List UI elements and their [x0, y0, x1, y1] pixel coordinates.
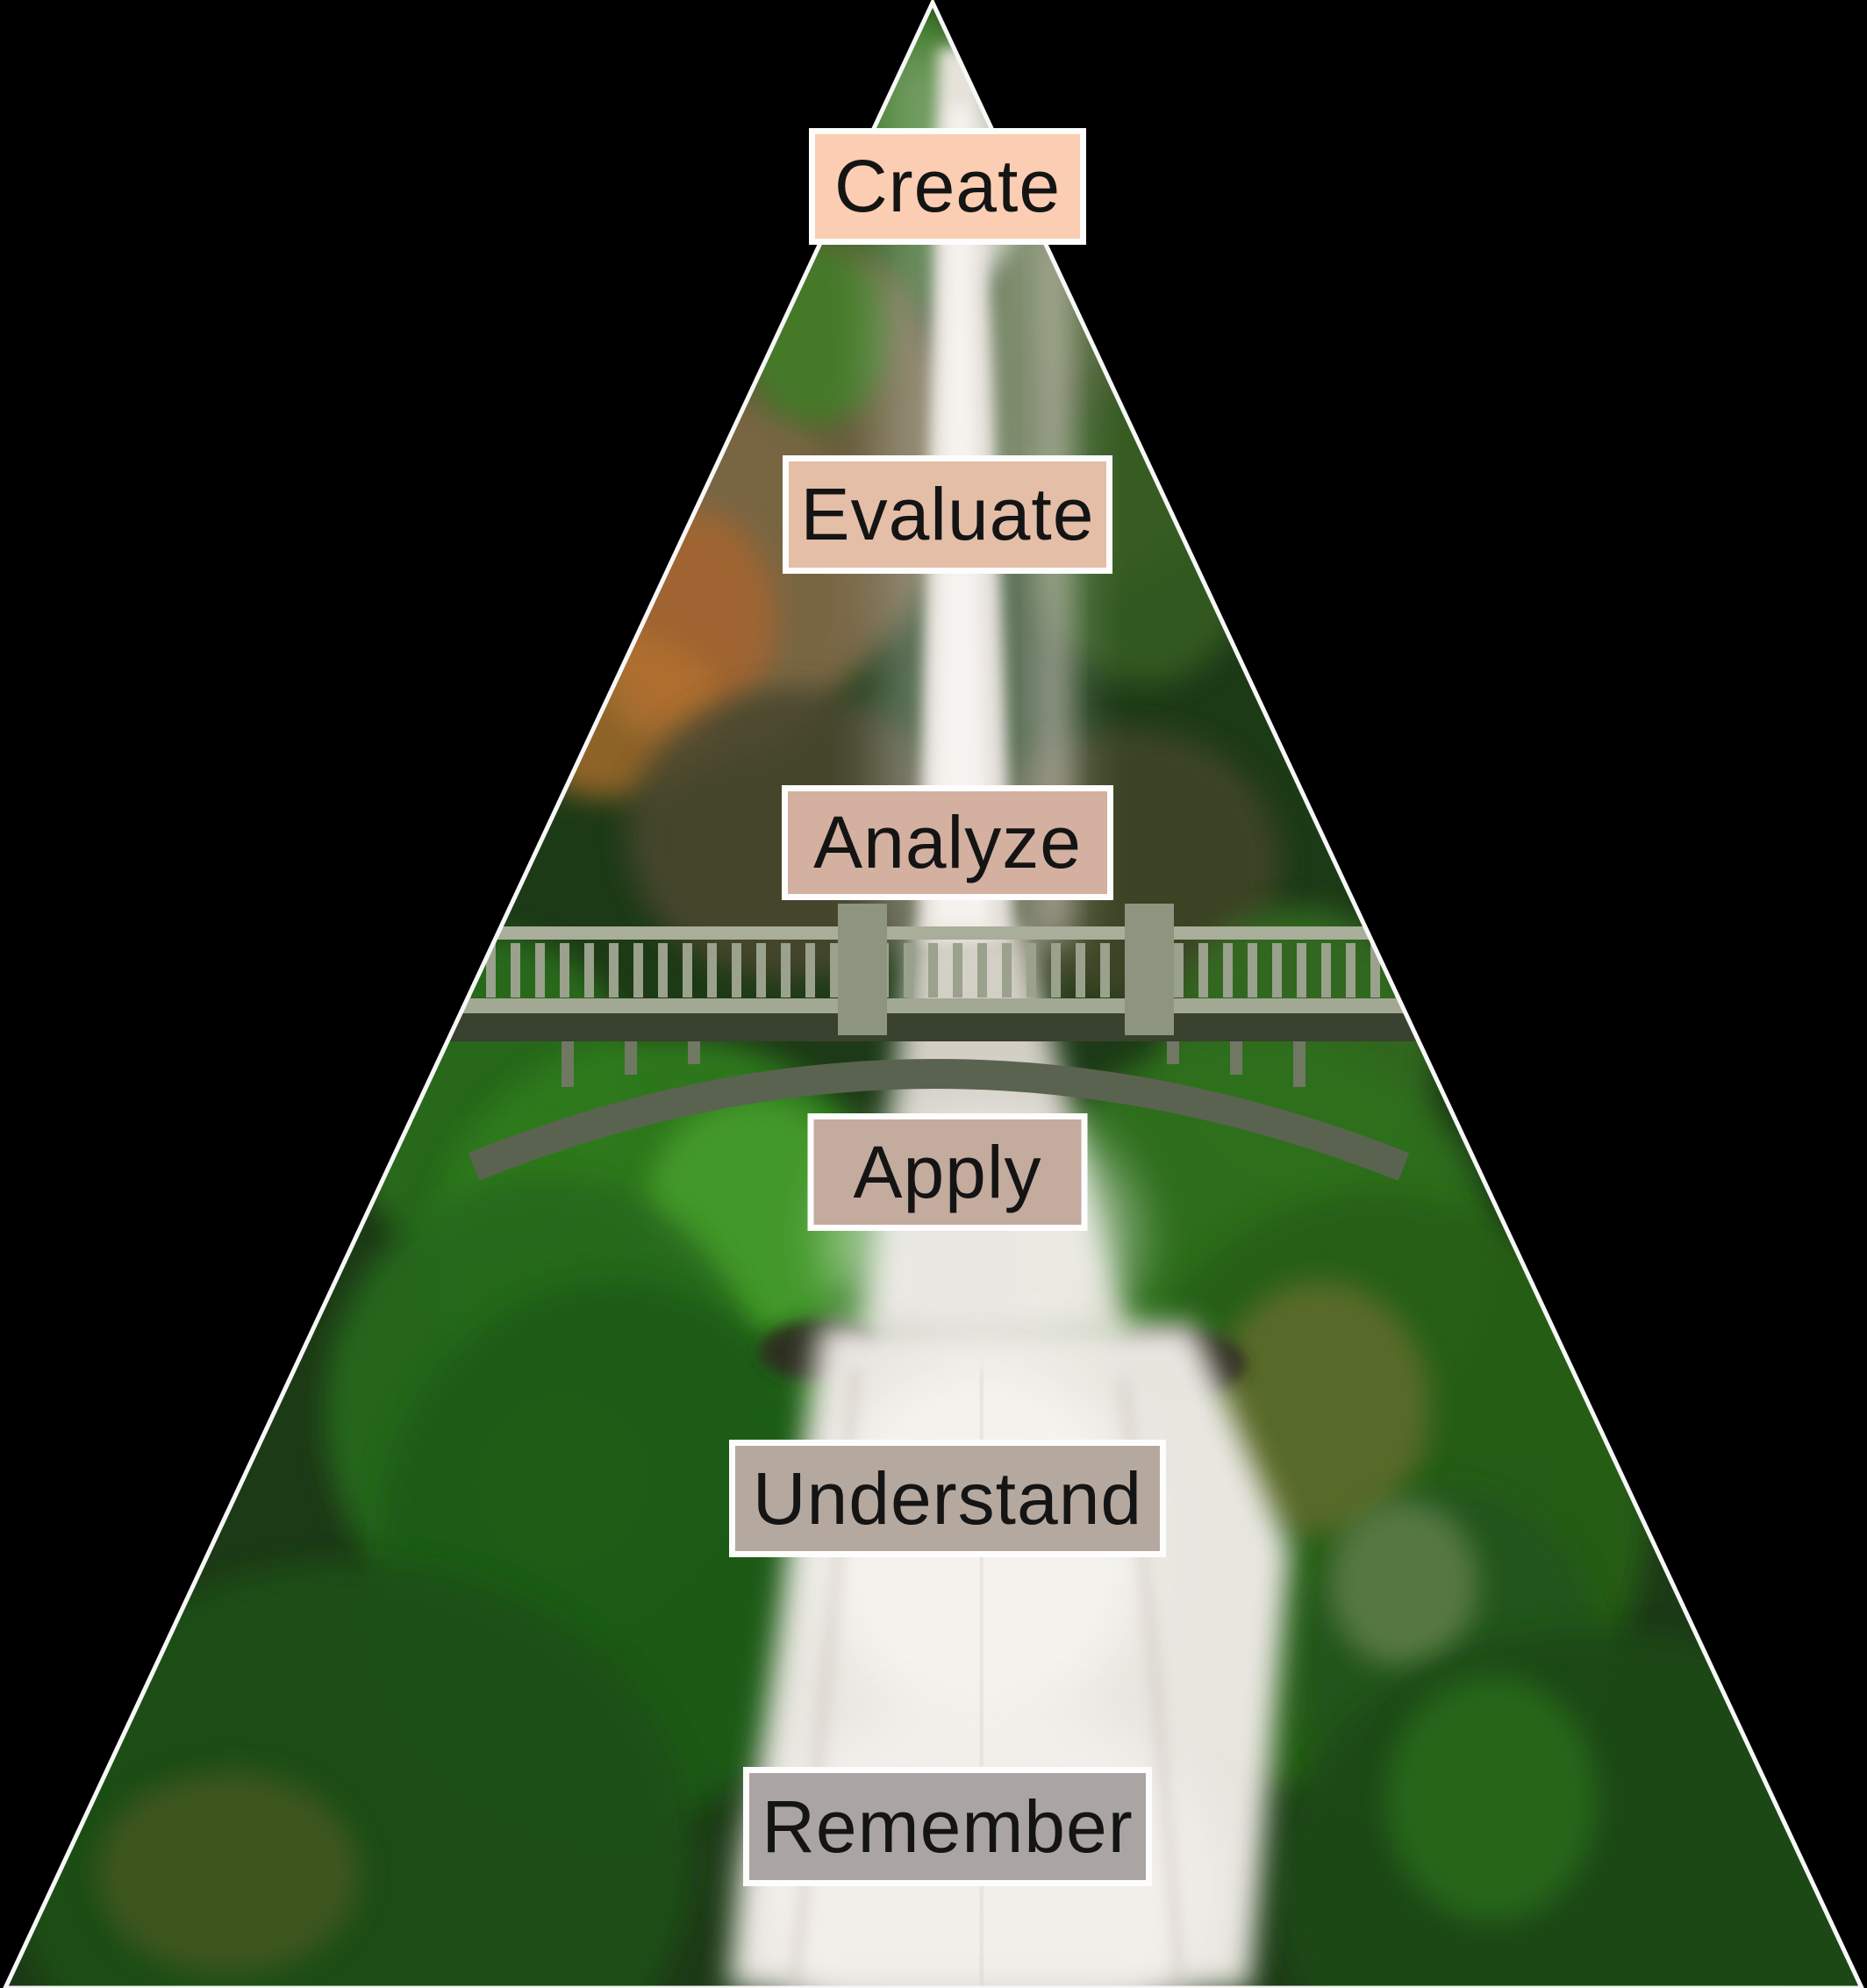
pyramid-level-understand: Understand: [729, 1440, 1166, 1557]
level-label: Apply: [853, 1130, 1042, 1213]
level-label: Evaluate: [800, 473, 1095, 555]
pyramid-level-analyze: Analyze: [782, 785, 1113, 900]
level-label: Analyze: [813, 801, 1082, 883]
pyramid-level-evaluate: Evaluate: [783, 455, 1112, 574]
level-label: Create: [833, 145, 1062, 227]
pyramid-level-create: Create: [809, 128, 1086, 245]
pyramid-level-remember: Remember: [743, 1767, 1152, 1886]
level-label: Understand: [752, 1456, 1143, 1540]
pyramid-level-apply: Apply: [807, 1113, 1088, 1231]
bridge: [412, 904, 1456, 1181]
level-label: Remember: [762, 1784, 1134, 1868]
pyramid-outline: [3, 0, 1864, 1988]
